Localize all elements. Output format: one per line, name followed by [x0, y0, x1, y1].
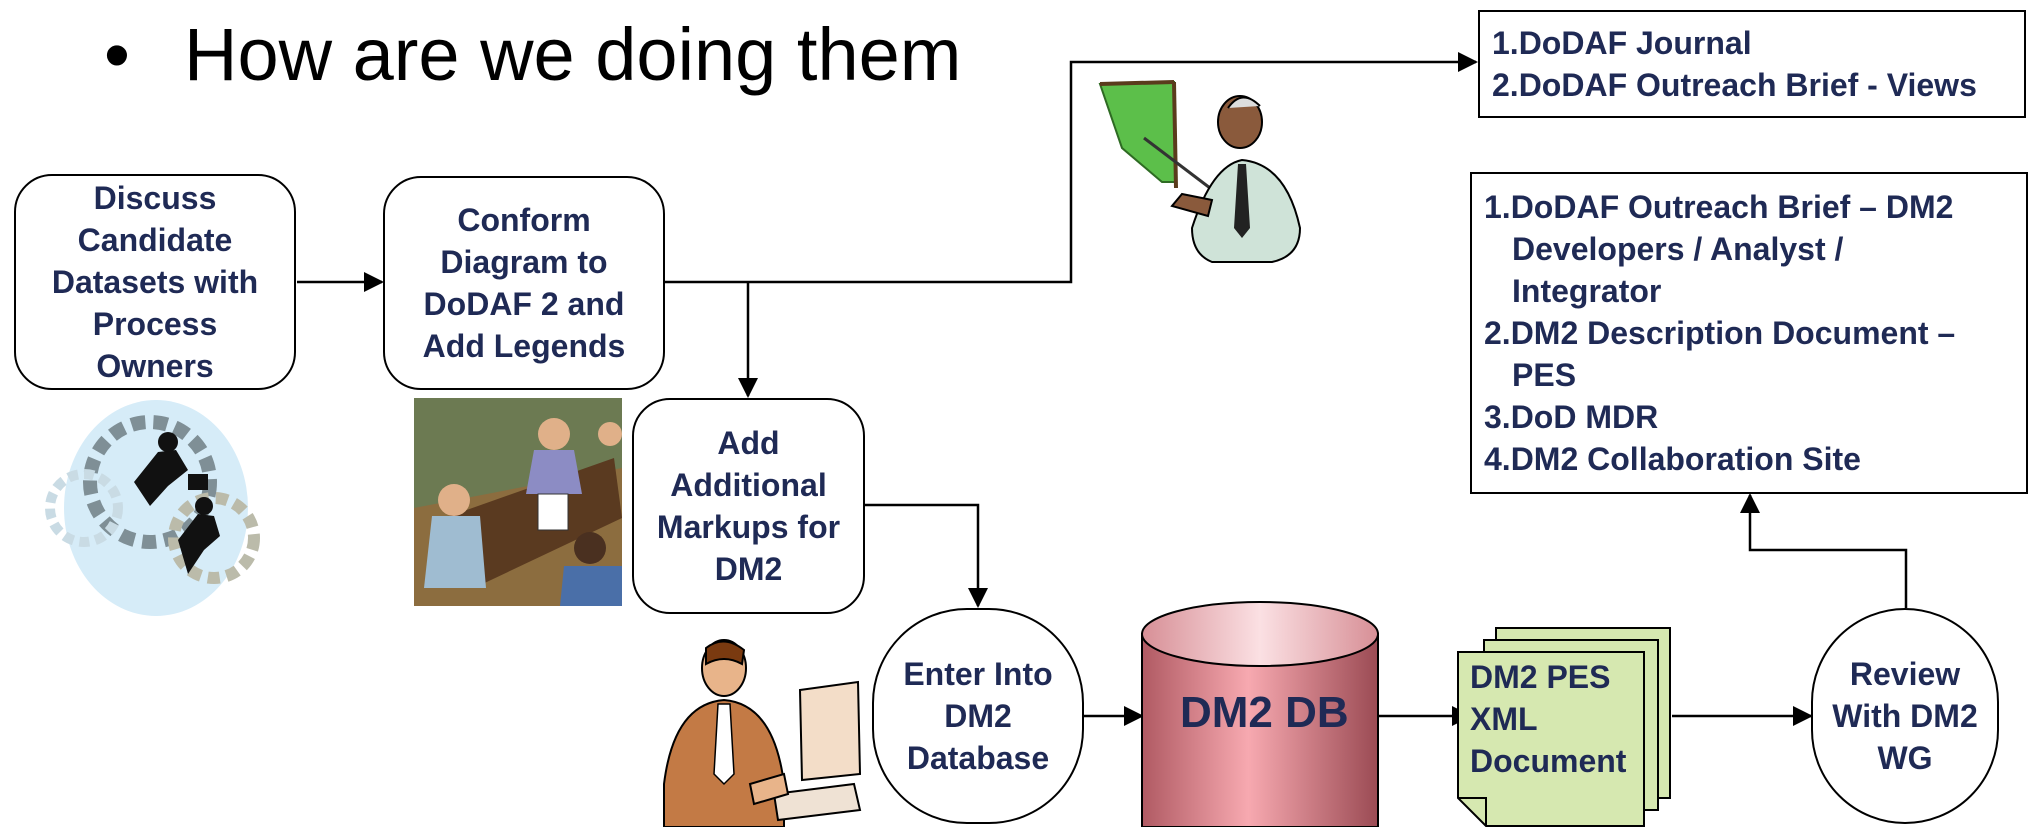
slide-title-text: How are we doing them: [184, 13, 962, 96]
arrow-markups-to-enter: [865, 503, 988, 608]
computer-user-clipart-icon: [663, 639, 862, 827]
document-stack-icon: [1457, 627, 1671, 827]
top-output-item: 1.DoDAF Journal: [1492, 25, 1752, 61]
discuss-datasets-box: Discuss Candidate Datasets with Process …: [14, 174, 296, 390]
arrow-review-to-bottom-outputs: [1740, 493, 1908, 608]
document-label: DM2 PES XML Document: [1470, 659, 1627, 779]
enter-database-label: Enter Into DM2 Database: [903, 656, 1053, 776]
bottom-output-line: 1.DoDAF Outreach Brief – DM2: [1484, 189, 1954, 225]
bottom-output-line: 3.DoD MDR: [1484, 399, 1659, 435]
bottom-output-line: Developers / Analyst /: [1512, 231, 1844, 267]
meeting-clipart-icon: [414, 398, 622, 606]
top-output-item: 2.DoDAF Outreach Brief - Views: [1492, 67, 1977, 103]
database-cylinder: [1141, 601, 1379, 827]
conform-diagram-box: Conform Diagram to DoDAF 2 and Add Legen…: [383, 176, 665, 390]
arrow-conform-to-top-outputs: [665, 52, 1478, 284]
bottom-output-line: PES: [1512, 357, 1577, 393]
review-label: Review With DM2 WG: [1832, 656, 1978, 776]
bottom-output-line: 4.DM2 Collaboration Site: [1484, 441, 1861, 477]
bullet-icon: •: [104, 13, 130, 96]
business-gears-clipart-icon: [45, 400, 260, 616]
slide-title: • How are we doing them: [104, 12, 961, 97]
bottom-output-item: 2.DM2 Description Document – PES: [1484, 312, 2014, 396]
add-markups-label: Add Additional Markups for DM2: [656, 425, 841, 587]
top-outputs-box: 1.DoDAF Journal 2.DoDAF Outreach Brief -…: [1478, 10, 2026, 118]
enter-database-box: Enter Into DM2 Database: [872, 608, 1084, 824]
conform-diagram-label: Conform Diagram to DoDAF 2 and Add Legen…: [422, 202, 626, 364]
add-markups-box: Add Additional Markups for DM2: [632, 398, 865, 614]
bottom-outputs-box: 1.DoDAF Outreach Brief – DM2 Developers …: [1470, 172, 2028, 494]
bottom-output-item: 1.DoDAF Outreach Brief – DM2 Developers …: [1484, 186, 2014, 312]
discuss-datasets-label: Discuss Candidate Datasets with Process …: [51, 180, 259, 384]
bottom-output-line: Integrator: [1512, 273, 1662, 309]
bottom-output-item: 4.DM2 Collaboration Site: [1484, 438, 2014, 480]
bottom-output-item: 3.DoD MDR: [1484, 396, 2014, 438]
bottom-output-line: 2.DM2 Description Document –: [1484, 315, 1956, 351]
database-label: DM2 DB: [1180, 688, 1349, 737]
review-box: Review With DM2 WG: [1811, 608, 1999, 824]
presenter-clipart-icon: [1098, 80, 1302, 263]
